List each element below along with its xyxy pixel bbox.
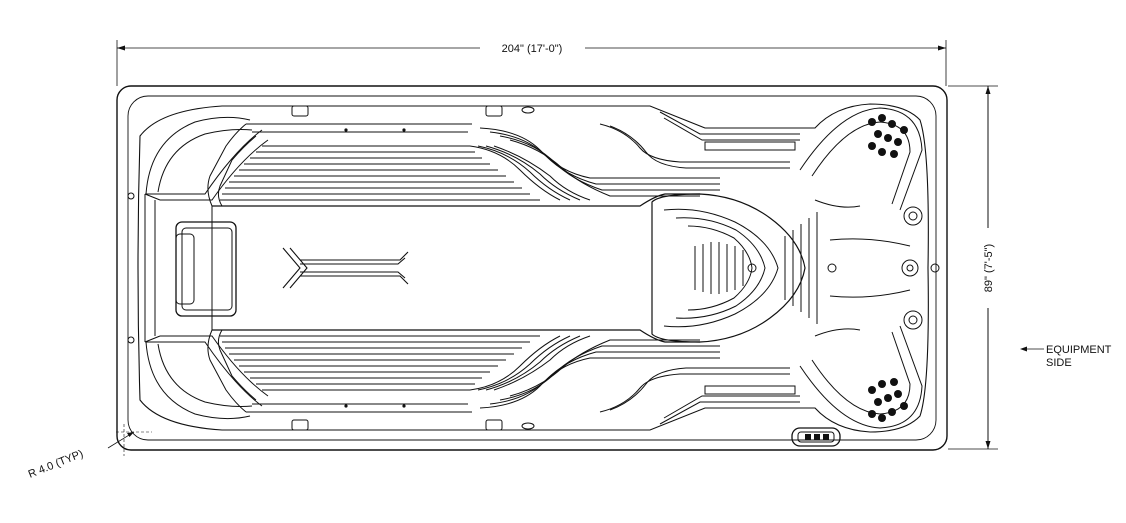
swim-direction-chevron-icon bbox=[282, 247, 409, 289]
seating-well bbox=[651, 193, 837, 343]
dimension-arrow-icon bbox=[117, 45, 125, 51]
dimension-arrow-icon bbox=[938, 45, 946, 51]
dimension-arrow-icon bbox=[127, 432, 134, 437]
hydro-seats-right bbox=[799, 107, 940, 429]
corner-seat-bottom-left bbox=[145, 335, 269, 420]
bench-bottom bbox=[207, 329, 591, 413]
tether-station bbox=[175, 221, 237, 317]
length-dimension: 204" (17'-0") bbox=[116, 40, 947, 86]
control-panel-icon bbox=[791, 427, 841, 447]
equipment-side-label-line1: EQUIPMENT bbox=[1046, 344, 1112, 356]
dimension-arrow-icon bbox=[985, 441, 991, 449]
length-dimension-label: 204" (17'-0") bbox=[502, 43, 563, 55]
equipment-side-callout: EQUIPMENT SIDE bbox=[1020, 344, 1112, 369]
left-end-step bbox=[127, 192, 161, 344]
corner-seat-top-left bbox=[145, 116, 269, 201]
jet-cluster-icon bbox=[868, 114, 908, 158]
width-dimension: 89" (7'-5") bbox=[948, 85, 998, 450]
equipment-side-label-line2: SIDE bbox=[1046, 357, 1072, 369]
channel-upper bbox=[479, 111, 800, 197]
dimension-arrow-icon bbox=[1020, 346, 1027, 352]
bench-top bbox=[207, 123, 591, 207]
jet-cluster-icon bbox=[868, 378, 908, 422]
channel-lower bbox=[479, 339, 800, 425]
spa-shell bbox=[116, 85, 948, 451]
deck-hardware bbox=[291, 105, 535, 431]
corner-radius-label: R 4.0 (TYP) bbox=[27, 448, 85, 481]
dimension-arrow-icon bbox=[985, 86, 991, 94]
corner-radius-callout: R 4.0 (TYP) bbox=[27, 424, 152, 481]
width-dimension-label: 89" (7'-5") bbox=[983, 244, 995, 292]
swim-lane bbox=[211, 193, 700, 343]
